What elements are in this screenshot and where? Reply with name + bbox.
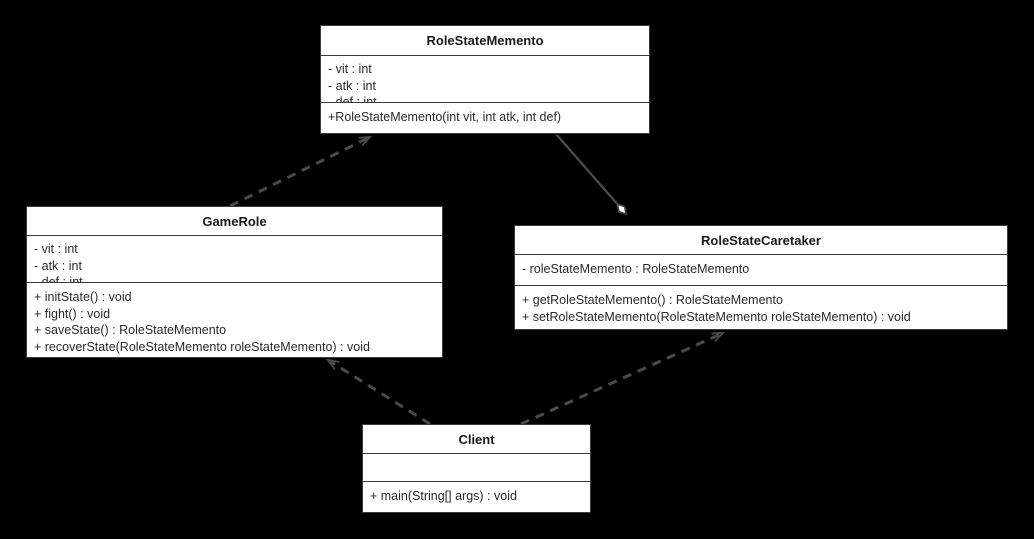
class-title-client: Client [363,425,590,454]
method: +RoleStateMemento(int vit, int atk, int … [328,110,562,124]
method: + getRoleStateMemento() : RoleStateMemen… [522,293,783,307]
class-title-game-role: GameRole [27,207,442,236]
class-title-role-state-memento: RoleStateMemento [321,26,649,56]
edge-client-to-gamerole [325,358,431,426]
edge-client-to-caretaker [520,331,726,426]
method: + main(String[] args) : void [370,489,517,503]
class-methods-client: + main(String[] args) : void [363,482,590,512]
attribute: - atk : int [34,258,82,273]
attribute: - roleStateMemento : RoleStateMemento [522,262,750,276]
class-box-role-state-memento[interactable]: RoleStateMemento - vit : int - atk : int… [320,25,650,134]
method: + recoverState(RoleStateMemento roleStat… [34,339,370,354]
attribute: - vit : int [34,242,78,256]
class-methods-role-state-caretaker: + getRoleStateMemento() : RoleStateMemen… [515,286,1007,329]
attribute: - vit : int [328,62,372,76]
method: + setRoleStateMemento(RoleStateMemento r… [522,309,911,324]
attribute: - atk : int [328,78,376,93]
class-methods-game-role: + initState() : void + fight() : void + … [27,283,442,357]
class-box-game-role[interactable]: GameRole - vit : int - atk : int - def :… [26,206,443,358]
class-box-role-state-caretaker[interactable]: RoleStateCaretaker - roleStateMemento : … [514,225,1008,330]
class-attributes-role-state-memento: - vit : int - atk : int - def : int [321,56,649,103]
class-box-client[interactable]: Client + main(String[] args) : void [362,424,591,513]
class-attributes-game-role: - vit : int - atk : int - def : int [27,236,442,283]
class-attributes-role-state-caretaker: - roleStateMemento : RoleStateMemento [515,255,1007,286]
attribute: - def : int [328,95,377,103]
class-title-role-state-caretaker: RoleStateCaretaker [515,226,1007,255]
edge-memento-to-caretaker [555,133,626,214]
attribute: - def : int [34,275,83,283]
edge-gamerole-to-memento [229,135,373,208]
class-attributes-client [363,454,590,482]
method: + saveState() : RoleStateMemento [34,323,227,337]
class-methods-role-state-memento: +RoleStateMemento(int vit, int atk, int … [321,103,649,133]
method: + initState() : void [34,290,132,304]
method: + fight() : void [34,306,111,321]
